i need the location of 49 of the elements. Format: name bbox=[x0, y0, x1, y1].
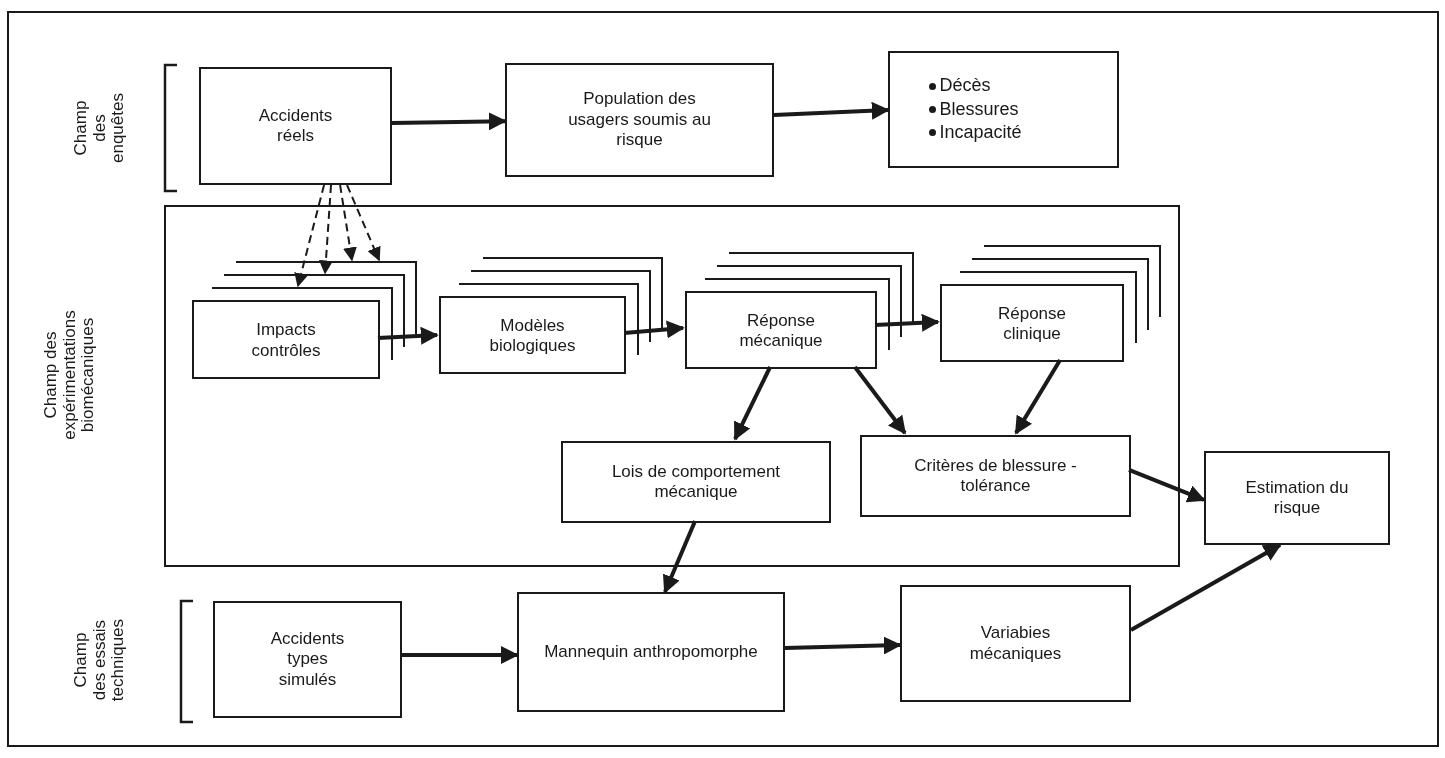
arrow bbox=[733, 366, 772, 441]
arrow bbox=[346, 184, 381, 262]
process-box bbox=[213, 601, 402, 718]
arrow bbox=[318, 184, 333, 275]
arrow bbox=[1130, 543, 1282, 632]
box-label: Population des usagers soumis au risque bbox=[567, 89, 712, 151]
box-label: Mannequin anthropomorphe bbox=[543, 641, 759, 663]
process-box bbox=[199, 67, 392, 185]
outcome-list-box bbox=[888, 51, 1119, 168]
box-label: Estimation du risque bbox=[1244, 477, 1350, 519]
arrow bbox=[377, 326, 439, 345]
arrow bbox=[339, 184, 357, 262]
process-box bbox=[900, 585, 1131, 702]
section-label: Champ des enquêtes bbox=[71, 91, 129, 165]
arrow bbox=[1128, 468, 1206, 503]
arrow bbox=[773, 101, 890, 120]
process-box bbox=[1204, 451, 1390, 545]
box-label: Variabies mécaniques bbox=[968, 623, 1063, 664]
arrow bbox=[663, 520, 697, 594]
process-box bbox=[505, 63, 774, 177]
arrow bbox=[784, 636, 902, 655]
box-label: Impacts contrôles bbox=[250, 320, 322, 361]
list-item: Incapacité bbox=[939, 121, 1022, 145]
arrow bbox=[294, 184, 326, 288]
stacked-process-box bbox=[940, 246, 1160, 362]
box-label: Accidents types simulés bbox=[269, 628, 346, 691]
box-label: Critères de blessure - tolérance bbox=[913, 455, 1078, 497]
box-label: Réponse clinique bbox=[996, 303, 1068, 345]
list-item: Décès bbox=[939, 74, 991, 98]
section-label: Champ des essais techniques bbox=[71, 617, 129, 703]
stacked-process-box bbox=[439, 258, 662, 374]
section-label: Champ des expérimentations biomécaniques bbox=[41, 309, 99, 442]
box-label: Lois de comportement mécanique bbox=[610, 461, 782, 503]
process-box bbox=[517, 592, 785, 712]
arrow bbox=[402, 646, 519, 664]
process-box bbox=[860, 435, 1131, 517]
box-label: Modèles biologiques bbox=[488, 315, 577, 357]
stacked-process-box bbox=[192, 262, 416, 379]
process-box bbox=[561, 441, 831, 523]
arrow bbox=[623, 320, 685, 339]
arrow bbox=[391, 112, 507, 131]
group-box bbox=[164, 205, 1180, 567]
box-label: Accidents réels bbox=[257, 105, 334, 147]
stacked-process-box bbox=[685, 253, 913, 369]
arrow bbox=[853, 365, 907, 435]
arrow bbox=[874, 313, 940, 332]
box-label: Réponse mécanique bbox=[738, 310, 824, 352]
arrow bbox=[1014, 358, 1062, 435]
list-item: Blessures bbox=[939, 97, 1019, 121]
